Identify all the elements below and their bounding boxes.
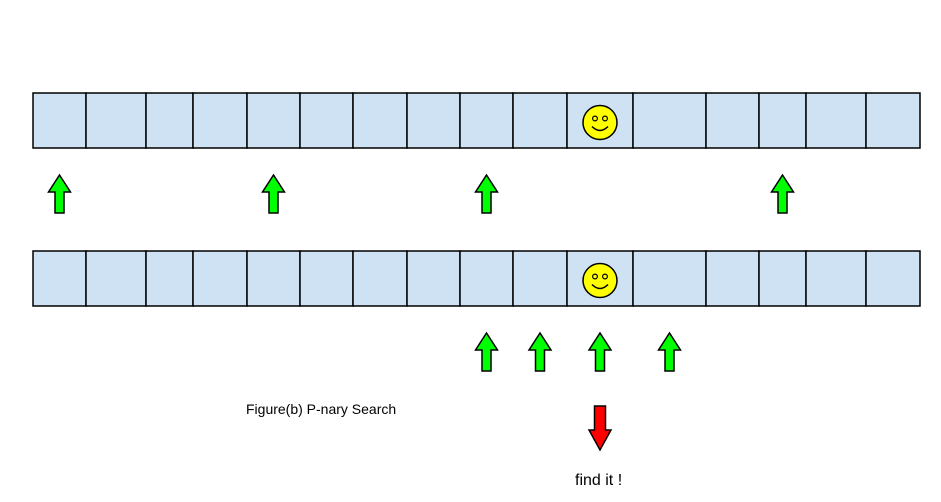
smiley-face-icon [582,262,618,299]
array-cell [352,92,408,149]
array-row-1 [32,92,921,149]
array-cell [145,92,194,149]
probe-arrow-up-icon [657,331,682,372]
array-cell [246,92,301,149]
probe-arrow-up-icon [527,331,553,372]
array-cell [805,250,867,307]
smiley-face-icon [582,104,618,141]
array-cell [865,92,921,149]
array-cell [512,92,568,149]
probe-arrow-up-icon [261,173,286,214]
array-cell [85,250,147,307]
array-cell [192,92,248,149]
array-cell [705,92,760,149]
array-cell [299,92,354,149]
array-cell [758,250,807,307]
array-cell [145,250,194,307]
figure-caption: Figure(b) P-nary Search [246,401,397,417]
array-cell [632,92,707,149]
probe-arrow-up-icon [587,331,613,372]
found-arrow-down-icon [587,405,613,452]
array-cell [805,92,867,149]
array-cell [32,250,87,307]
array-cell [865,250,921,307]
array-cell [352,250,408,307]
result-text: find it ! [575,472,623,489]
array-cell [32,92,87,149]
array-cell [406,250,461,307]
array-row-2 [32,250,921,307]
probe-arrow-up-icon [474,173,499,214]
array-cell [512,250,568,307]
array-cell [85,92,147,149]
probe-arrow-up-icon [474,331,499,372]
array-cell [632,250,707,307]
probe-arrow-up-icon [770,173,795,214]
array-cell [406,92,461,149]
array-cell [246,250,301,307]
probe-arrow-up-icon [47,173,72,214]
array-cell [192,250,248,307]
array-cell [705,250,760,307]
array-cell [459,250,514,307]
array-cell [459,92,514,149]
array-cell [299,250,354,307]
array-cell [758,92,807,149]
